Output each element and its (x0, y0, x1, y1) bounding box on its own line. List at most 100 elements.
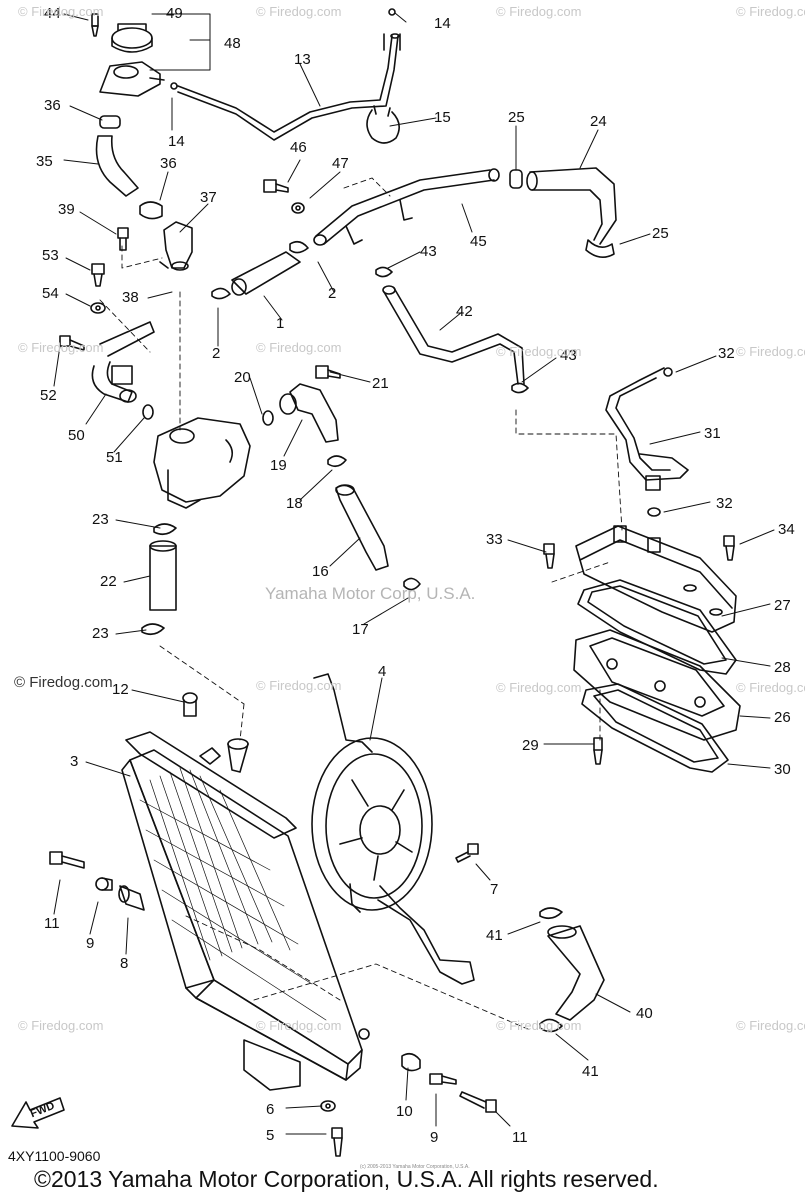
part-label: 39 (58, 201, 75, 218)
part-label: 5 (266, 1127, 275, 1144)
hose-16 (327, 455, 421, 591)
part-label: 42 (456, 303, 473, 320)
watermark: © Firedog.com (496, 344, 582, 359)
part-label: 47 (332, 155, 349, 172)
pipe-31 (605, 367, 689, 517)
radiator-cap-assembly (91, 13, 165, 97)
fan-4 (311, 673, 475, 985)
part-label: 13 (294, 51, 311, 68)
part-label: 11 (512, 1129, 528, 1146)
part-label: 19 (270, 457, 287, 474)
watermark: © Firedog.com (18, 1018, 104, 1033)
part-label: 38 (122, 289, 139, 306)
part-label: 9 (86, 935, 95, 952)
plate-26 (573, 629, 741, 741)
part-label: 7 (490, 881, 499, 898)
part-label: 35 (36, 153, 53, 170)
part-label: 32 (716, 495, 733, 512)
watermark: © Firedog.com (256, 4, 342, 19)
part-label: 25 (652, 225, 669, 242)
watermark: © Firedog.com (496, 4, 582, 19)
hose-40 (539, 907, 605, 1033)
hose-22 (141, 523, 177, 636)
watermark: © Firedog.com (736, 1018, 805, 1033)
part-label: 12 (112, 681, 129, 698)
part-label: 16 (312, 563, 329, 580)
pipe-50 (59, 321, 155, 420)
small-fasteners (90, 179, 529, 394)
part-label: 4 (378, 663, 387, 680)
watermark: © Firedog.com (736, 4, 805, 19)
part-label: 29 (522, 737, 539, 754)
watermark: © Firedog.com (18, 4, 104, 19)
fine-print: (c) 2005-2013 Yamaha Motor Corporation, … (360, 1164, 470, 1170)
center-watermark: Yamaha Motor Corp, U.S.A. (265, 584, 476, 603)
watermark: © Firedog.com (736, 344, 805, 359)
part-label: 49 (166, 5, 183, 22)
part-label: 51 (106, 449, 123, 466)
watermark: © Firedog.com (14, 674, 113, 691)
part-label: 44 (44, 5, 61, 22)
part-label: 36 (44, 97, 61, 114)
watermark: © Firedog.com (256, 340, 342, 355)
fitting-37 (159, 221, 193, 271)
fitting-19 (262, 365, 341, 443)
part-label: 10 (396, 1103, 413, 1120)
left-fasteners (49, 851, 145, 911)
cover-27 (543, 525, 737, 633)
pump-housing (153, 417, 251, 509)
part-label: 1 (276, 315, 285, 332)
part-label: 54 (42, 285, 59, 302)
copyright-notice: ©2013 Yamaha Motor Corporation, U.S.A. A… (34, 1166, 659, 1192)
watermark: © Firedog.com (736, 680, 805, 695)
radiator-3 (121, 731, 370, 1091)
part-label: 2 (212, 345, 221, 362)
part-label: 8 (120, 955, 129, 972)
part-label: 9 (430, 1129, 439, 1146)
pipe-45 (313, 168, 500, 246)
part-label: 50 (68, 427, 85, 444)
assembly-lines (99, 177, 623, 1031)
part-label: 41 (486, 927, 503, 944)
part-label: 31 (704, 425, 721, 442)
part-label: 25 (508, 109, 525, 126)
part-label: 21 (372, 375, 389, 392)
part-label: 32 (718, 345, 735, 362)
part-label: 52 (40, 387, 57, 404)
watermark: © Firedog.com (496, 1018, 582, 1033)
part-label: 43 (420, 243, 437, 260)
part-label: 45 (470, 233, 487, 250)
part-label: 2 (328, 285, 337, 302)
part-label: 28 (774, 659, 791, 676)
overflow-hose (170, 8, 401, 141)
part-label: 46 (290, 139, 307, 156)
part-label: 26 (774, 709, 791, 726)
part-label: 23 (92, 511, 109, 528)
part-label: 33 (486, 531, 503, 548)
part-label: 15 (434, 109, 451, 126)
fwd-arrow-icon: FWD (10, 1096, 66, 1135)
part-label: 53 (42, 247, 59, 264)
part-label: 14 (168, 133, 185, 150)
watermark: © Firedog.com (256, 678, 342, 693)
part-label: 11 (44, 915, 60, 932)
part-label: 23 (92, 625, 109, 642)
grommet-12 (182, 692, 198, 717)
part-label: 37 (200, 189, 217, 206)
diagram-code: 4XY1100-9060 (8, 1148, 101, 1164)
gasket-28 (577, 579, 737, 675)
hose-24 (509, 167, 617, 258)
leader-lines (53, 12, 775, 1135)
part-label: 27 (774, 597, 791, 614)
part-label: 41 (582, 1063, 599, 1080)
part-label: 40 (636, 1005, 653, 1022)
part-label: 20 (234, 369, 251, 386)
hose-35 (95, 115, 163, 220)
part-label: 3 (70, 753, 79, 770)
part-label: 24 (590, 113, 607, 130)
gasket-30 (581, 683, 729, 773)
clamp-15 (366, 105, 400, 144)
watermark: © Firedog.com (18, 340, 104, 355)
